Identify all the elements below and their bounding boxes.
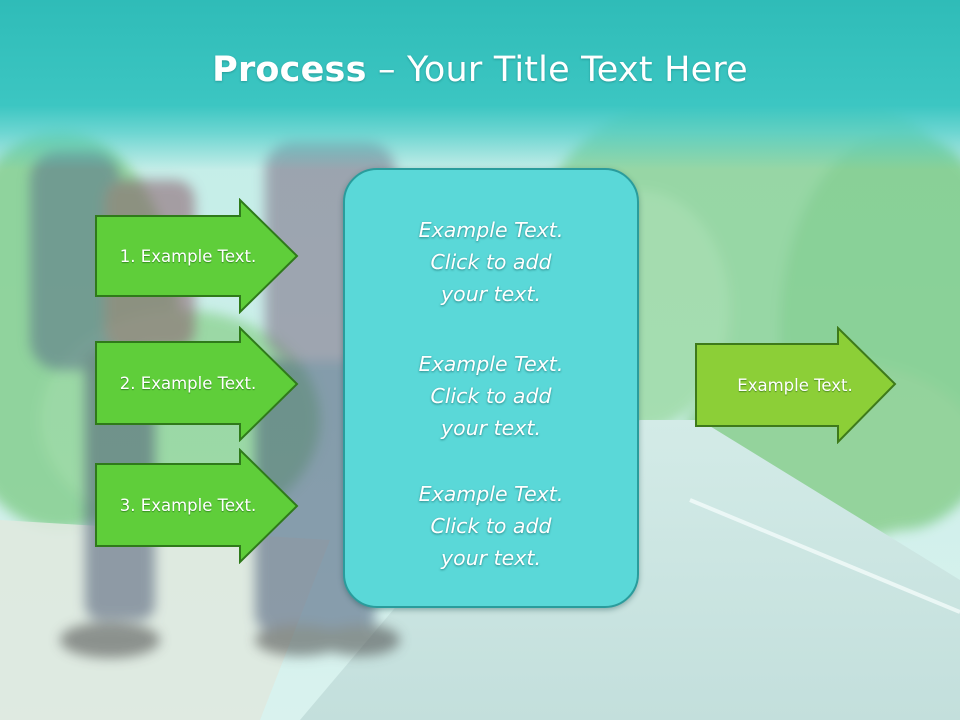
paragraph-line: Click to add bbox=[430, 250, 552, 274]
arrow-right-icon bbox=[95, 198, 299, 314]
output-label: Example Text. bbox=[737, 375, 853, 395]
arrow-right-icon bbox=[95, 448, 299, 564]
output-arrow[interactable]: Example Text. bbox=[694, 326, 898, 444]
title-band bbox=[0, 0, 960, 170]
step-arrow-3[interactable]: 3. Example Text. bbox=[94, 448, 300, 564]
paragraph-line: Click to add bbox=[430, 514, 552, 538]
paragraph-line: your text. bbox=[441, 416, 541, 440]
step-label: 1. Example Text. bbox=[119, 246, 257, 266]
paragraph-line: Example Text. bbox=[418, 218, 564, 242]
paragraph-line: Click to add bbox=[430, 384, 552, 408]
center-text-box[interactable]: Example Text. Click to add your text. Ex… bbox=[343, 168, 639, 608]
step-label: 2. Example Text. bbox=[119, 373, 257, 393]
arrow-right-icon bbox=[95, 326, 299, 442]
arrow-right-icon bbox=[695, 326, 897, 444]
step-arrow-2[interactable]: 2. Example Text. bbox=[94, 326, 300, 442]
paragraph-line: your text. bbox=[441, 282, 541, 306]
title-bold: Process bbox=[212, 50, 367, 90]
paragraph-line: your text. bbox=[441, 546, 541, 570]
center-paragraph-1: Example Text. Click to add your text. bbox=[345, 214, 637, 310]
step-label: 3. Example Text. bbox=[119, 495, 257, 515]
paragraph-line: Example Text. bbox=[418, 482, 564, 506]
slide-title[interactable]: Process – Your Title Text Here bbox=[0, 50, 960, 90]
title-rest: – Your Title Text Here bbox=[366, 50, 748, 90]
step-arrow-1[interactable]: 1. Example Text. bbox=[94, 198, 300, 314]
paragraph-line: Example Text. bbox=[418, 352, 564, 376]
center-paragraph-3: Example Text. Click to add your text. bbox=[345, 478, 637, 574]
center-paragraph-2: Example Text. Click to add your text. bbox=[345, 348, 637, 444]
